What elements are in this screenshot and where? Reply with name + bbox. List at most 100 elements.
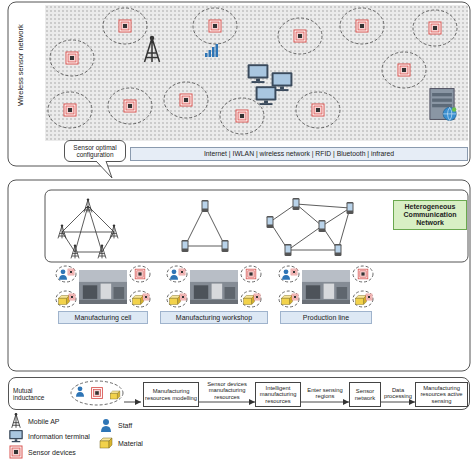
material-icon: [252, 296, 255, 305]
material-icon: [100, 441, 109, 448]
information-terminal-icon: [12, 441, 21, 442]
sensor-device-icon: [360, 271, 366, 277]
protocol-band: Internet | IWLAN | wireless network | RF…: [130, 147, 468, 161]
workshop-photo: [302, 270, 350, 304]
sensor-device-icon: [68, 269, 74, 275]
sensor-device-icon: [292, 294, 298, 300]
material-icon: [364, 296, 367, 305]
workshop-photo: [194, 285, 208, 299]
workshop-photo: [79, 270, 127, 304]
legend-text: Material: [118, 440, 143, 447]
sensor-device-icon: [292, 270, 296, 274]
node-text: Manufacturing workshop: [176, 314, 252, 322]
callout-bubble: Sensor optimal configuration: [64, 140, 126, 162]
network-link: [338, 208, 350, 250]
sensor-device-icon: [366, 294, 372, 300]
network-link: [102, 232, 114, 252]
legend-symbol: [98, 435, 114, 451]
terminal-icon: [222, 240, 229, 252]
workshop-photo: [302, 270, 350, 282]
staff-icon: [101, 426, 111, 432]
sensor-device-icon: [358, 269, 368, 279]
process-box: Manufacturing resources active sensing: [415, 382, 468, 407]
workshop-photo: [324, 284, 335, 299]
sensor-device-icon: [180, 294, 186, 300]
terminal-icon: [319, 220, 326, 232]
node-text: Wireless sensor network: [17, 13, 29, 117]
legend-item: Mobile AP: [8, 413, 60, 429]
workshop-photo: [190, 300, 238, 304]
node-text: Sensor optimal configuration: [65, 144, 125, 159]
material-icon: [59, 296, 70, 305]
terminal-icon: [335, 244, 342, 256]
mobile-ap-icon: [12, 414, 21, 428]
material-icon: [244, 296, 255, 299]
network-link: [296, 204, 350, 208]
sensing-region: [279, 291, 299, 307]
sensor-device-icon: [368, 296, 370, 298]
network-link: [270, 222, 288, 250]
sensor-device-icon: [143, 294, 149, 300]
sensing-region: [56, 266, 76, 282]
network-link: [75, 252, 102, 253]
terminal-icon: [348, 204, 353, 211]
sensor-device-icon: [246, 269, 256, 279]
workshop-photo: [302, 300, 350, 304]
legend-item: Staff: [98, 417, 132, 433]
material-icon: [141, 296, 144, 305]
mobile-ap-icon: [58, 224, 66, 238]
callout-tail: [96, 161, 112, 178]
edge-label: Data processing: [381, 387, 415, 400]
terminal-icon: [336, 246, 341, 253]
mobile-ap-icon: [58, 226, 66, 239]
sensing-region: [353, 266, 373, 282]
material-icon: [282, 296, 293, 305]
material-icon: [67, 296, 70, 305]
terminal-icon: [347, 202, 354, 214]
process-box: Manufacturing resources modelling: [143, 382, 199, 407]
workshop-photo: [302, 270, 350, 304]
edge-label: Sensor devices manufacturing resources: [199, 381, 255, 400]
material-icon: [133, 298, 141, 304]
sensor-device-icon: [145, 296, 147, 298]
staff-icon: [284, 269, 289, 274]
terminal-icon: [285, 244, 292, 256]
network-link: [322, 226, 338, 250]
sensing-region: [167, 266, 187, 282]
sensor-device-icon: [181, 295, 185, 299]
staff-icon: [282, 269, 290, 279]
node-text: Manufacturing resources modelling: [144, 388, 198, 401]
workshop-photo: [83, 285, 97, 299]
terminal-icon: [347, 202, 354, 214]
sensor-device-icon: [144, 295, 148, 299]
material-icon: [356, 296, 367, 299]
edge-label: Enter sensing regions: [301, 387, 349, 400]
network-link: [288, 250, 338, 251]
network-link: [185, 206, 205, 246]
material-icon: [244, 296, 255, 305]
material-icon: [178, 296, 181, 305]
sensor-device-icon: [69, 270, 73, 274]
mobile-ap-icon: [71, 246, 79, 259]
information-terminal-icon: [9, 430, 23, 442]
sensor-device-icon: [179, 269, 185, 275]
sensor-network-area: Wireless sensor network: [45, 5, 468, 141]
material-icon: [356, 298, 364, 304]
mobile-ap-icon: [71, 244, 79, 258]
top-panel: [8, 2, 470, 166]
staff-icon: [59, 269, 67, 279]
material-icon: [170, 296, 181, 305]
terminal-icon: [335, 244, 342, 256]
network-link: [288, 226, 322, 250]
workshop-photo: [225, 287, 236, 299]
sensor-device-icon: [137, 271, 143, 277]
material-icon: [59, 296, 70, 299]
mobile-ap-icon: [98, 244, 106, 258]
network-link: [185, 246, 225, 247]
sensor-device-icon: [135, 269, 145, 279]
network-box: [45, 190, 468, 262]
workshop-photo: [190, 270, 238, 304]
sensor-device-icon: [135, 269, 145, 279]
sensing-region: [130, 291, 150, 307]
